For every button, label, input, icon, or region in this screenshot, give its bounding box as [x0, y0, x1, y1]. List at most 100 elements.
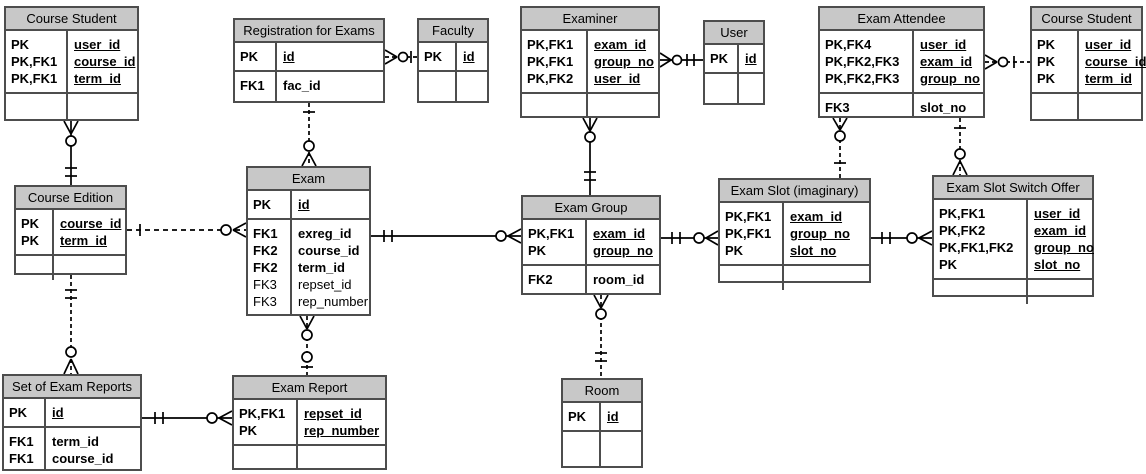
attr-section [234, 444, 385, 470]
entity-title: Exam [248, 168, 369, 191]
entity-title: Set of Exam Reports [4, 376, 140, 399]
rel-registration-faculty [384, 49, 417, 65]
attr-section [522, 92, 658, 118]
rel-exam-exam-group [371, 228, 522, 244]
rel-exam-attendee-switch-offer [952, 118, 968, 176]
entity-title: Exam Report [234, 377, 385, 400]
entity-title: Exam Attendee [820, 8, 983, 31]
attr-section [419, 70, 487, 101]
rel-exam-group-room [593, 294, 609, 378]
attr-section [934, 278, 1092, 304]
rel-exam-group-exam-slot [661, 230, 719, 246]
rel-exam-attendee-exam-slot [832, 117, 848, 178]
entity-title: Exam Group [523, 197, 659, 220]
rel-course-student-course-edition [63, 120, 79, 185]
attr-section [16, 254, 125, 280]
attr-section [563, 430, 641, 466]
rel-examiner-user [659, 52, 703, 68]
rel-registration-exam [301, 103, 317, 167]
attr-section [1032, 92, 1141, 119]
rel-exam-attendee-course-student [984, 54, 1030, 70]
entity-title: Course Edition [16, 187, 125, 210]
rel-exam-slot-switch-offer [871, 230, 933, 246]
entity-title: Exam Slot Switch Offer [934, 177, 1092, 200]
rel-course-edition-set-of-exam-reports [63, 275, 79, 375]
entity-title: Faculty [419, 20, 487, 43]
entity-title: Examiner [522, 8, 658, 31]
